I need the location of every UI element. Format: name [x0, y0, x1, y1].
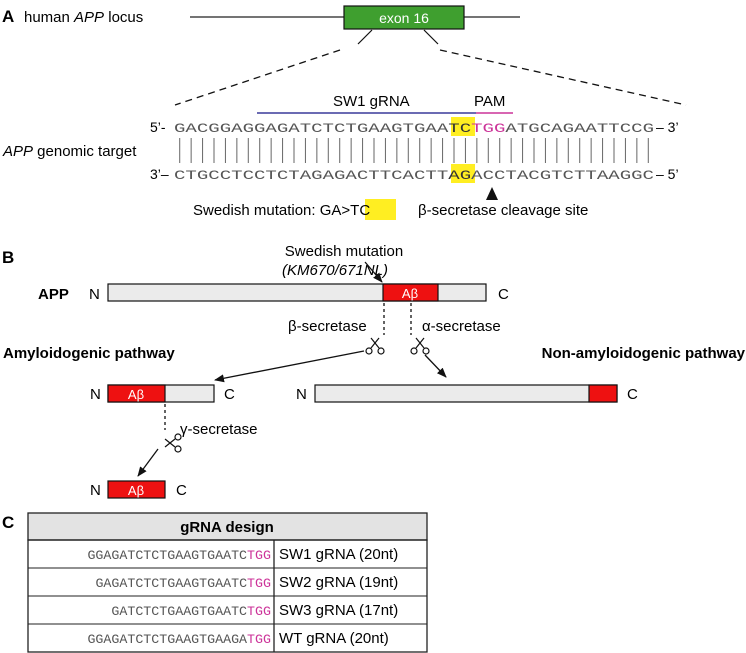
abeta-peptide — [107, 480, 166, 499]
genomic-target-label: APP genomic target — [2, 143, 137, 160]
zoom-line-left-top — [357, 29, 373, 45]
exon-label: exon 16 — [379, 10, 429, 26]
alpha-ctf-bar — [314, 384, 618, 403]
beta-scissors-icon — [365, 337, 385, 355]
gamma-arrow — [137, 448, 159, 477]
pam-label: PAM — [474, 93, 505, 110]
beta-ctf-c-terminus: C — [224, 386, 235, 403]
table-row-sequence: GGAGATCTCTGAAGTGAATCTGG — [87, 548, 271, 563]
non-amyloidogenic-arrow — [424, 354, 447, 378]
beta-ctf-abeta-label: Aβ — [128, 387, 144, 402]
alpha-ctf-n-terminus: N — [296, 386, 307, 403]
top-strand-5prime: 5’- — [150, 119, 166, 135]
panel-b-letter: B — [2, 248, 14, 267]
exon-16-box — [343, 5, 465, 30]
table-row-name: SW3 gRNA (17nt) — [279, 602, 398, 619]
abeta-peptide-c-terminus: C — [176, 482, 187, 499]
app-c-terminus: C — [498, 286, 509, 303]
app-label: APP — [38, 286, 69, 303]
grna-design-table: gRNA design GGAGATCTCTGAAGTGAATCTGG SW1 … — [27, 512, 428, 653]
table-row-name: WT gRNA (20nt) — [279, 630, 389, 647]
top-strand-3prime: – 3’ — [656, 119, 679, 135]
bottom-strand-3prime: 3’– — [150, 166, 169, 182]
locus-label: human APP locus — [24, 9, 143, 26]
table-row-name: SW1 gRNA (20nt) — [279, 546, 398, 563]
cleavage-site-marker — [486, 187, 498, 200]
bottom-strand-5prime: – 5’ — [656, 166, 679, 182]
gamma-scissors-icon — [164, 433, 182, 453]
amyloidogenic-label: Amyloidogenic pathway — [3, 345, 175, 362]
app-abeta-label: Aβ — [402, 286, 418, 301]
abeta-peptide-n-terminus: N — [90, 482, 101, 499]
table-row-sequence: GAGATCTCTGAAGTGAATCTGG — [95, 576, 271, 591]
app-n-terminus: N — [89, 286, 100, 303]
table-row-sequence: GATCTCTGAAGTGAATCTGG — [111, 604, 271, 619]
zoom-line-right-top — [423, 29, 439, 45]
amyloidogenic-arrow — [214, 350, 365, 383]
beta-ctf-n-terminus: N — [90, 386, 101, 403]
alpha-ctf-abeta — [588, 384, 618, 403]
swedish-mutation-label: Swedish mutation: GA>TC — [193, 202, 370, 219]
swedish-mutation-subtitle: (KM670/671NL) — [282, 262, 388, 279]
swedish-mutation-title: Swedish mutation — [285, 243, 403, 260]
cleavage-site-label: β-secretase cleavage site — [418, 202, 588, 219]
zoom-line-left — [174, 49, 341, 106]
table-header: gRNA design — [180, 519, 274, 536]
base-pair-lines — [179, 138, 649, 163]
beta-ctf-abeta — [107, 384, 166, 403]
swedish-mutation-highlight — [365, 199, 396, 220]
swedish-arrow — [364, 261, 383, 283]
app-abeta-domain — [382, 283, 439, 302]
table-row-sequence: GGAGATCTCTGAAGTGAAGATGG — [87, 632, 271, 647]
table-row-name: SW2 gRNA (19nt) — [279, 574, 398, 591]
bottom-mutation-highlight — [451, 164, 475, 183]
gamma-secretase-label: γ-secretase — [180, 421, 258, 438]
zoom-line-right — [439, 49, 687, 106]
alpha-scissors-icon — [410, 337, 430, 355]
abeta-peptide-label: Aβ — [128, 483, 144, 498]
top-mutation-highlight — [451, 117, 475, 136]
panel-a-letter: A — [2, 7, 14, 26]
beta-secretase-label: β-secretase — [288, 318, 367, 335]
grna-label: SW1 gRNA — [333, 93, 410, 110]
alpha-ctf-c-terminus: C — [627, 386, 638, 403]
panel-c-letter: C — [2, 513, 14, 532]
alpha-secretase-label: α-secretase — [422, 318, 501, 335]
non-amyloidogenic-label: Non-amyloidogenic pathway — [542, 345, 746, 362]
